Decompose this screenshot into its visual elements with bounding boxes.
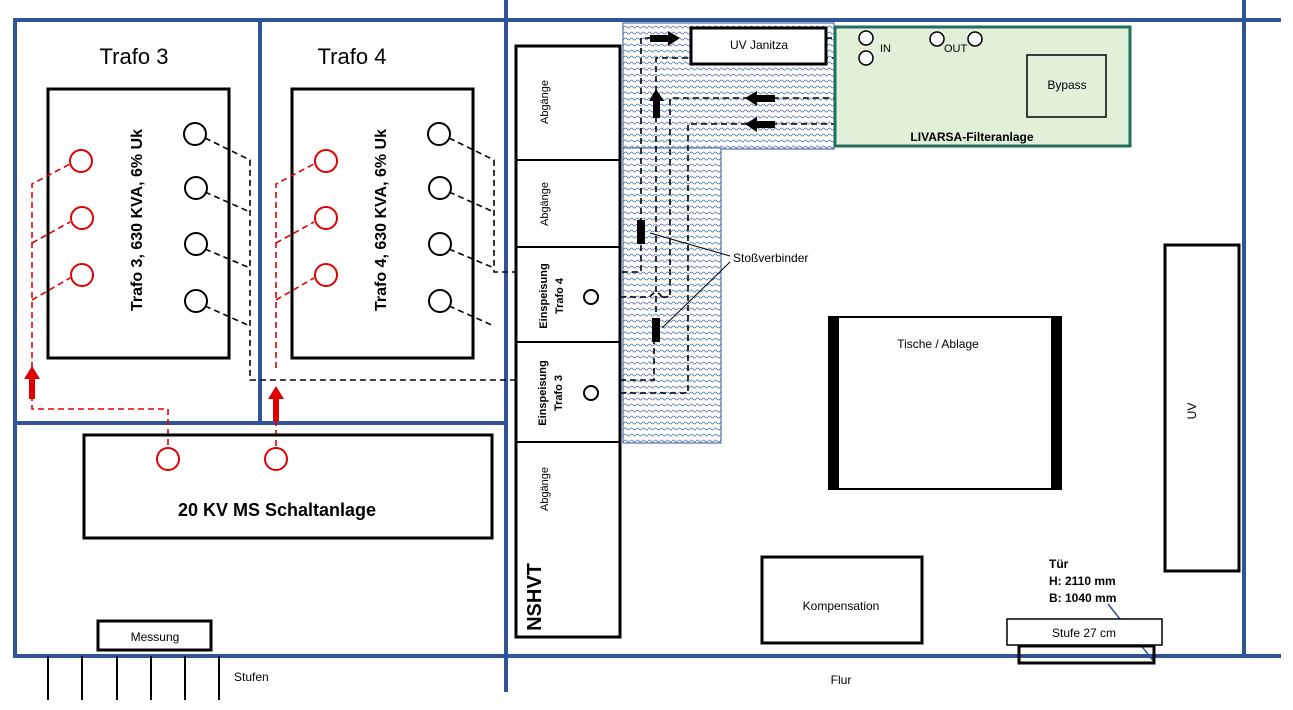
livarsa-out-label: OUT	[944, 43, 968, 55]
joint-markers	[637, 220, 660, 342]
nshvt-section-2: Abgänge	[539, 182, 551, 226]
table-edge-right	[1051, 317, 1061, 489]
door-title: Tür	[1049, 557, 1069, 571]
livarsa-filter	[833, 25, 1132, 148]
measurement-box	[96, 619, 213, 652]
kompensation-label: Kompensation	[803, 599, 880, 613]
measurement-label: Messung	[131, 630, 180, 644]
mv-cable-dashed	[31, 163, 315, 448]
table-edge-left	[829, 317, 839, 489]
stairs-label: Stufen	[234, 670, 269, 684]
nshvt-title: NSHVT	[524, 563, 546, 631]
nshvt-section-1: Abgänge	[539, 80, 551, 124]
mv-arrows	[24, 366, 284, 421]
nshvt-feed3-line1: Einspeisung	[537, 360, 549, 425]
cable-tray-lower	[622, 147, 722, 444]
bypass-label: Bypass	[1047, 78, 1086, 92]
joint-label: Stoßverbinder	[733, 251, 808, 265]
walls	[13, 0, 1281, 692]
table-label: Tische / Ablage	[897, 337, 979, 351]
table-box	[828, 316, 1062, 490]
step-label: Stufe 27 cm	[1052, 626, 1116, 640]
nshvt-feed4-line1: Einspeisung	[538, 263, 550, 328]
door-threshold	[1017, 644, 1156, 665]
flow-arrows	[649, 31, 775, 132]
uv-label: UV	[1185, 403, 1199, 420]
nshvt-dividers	[516, 159, 620, 443]
bypass-box	[1026, 54, 1107, 118]
lv-terminals	[183, 122, 452, 313]
mv-switchgear-label: 20 KV MS Schaltanlage	[178, 500, 376, 520]
door-height: H: 2110 mm	[1049, 574, 1116, 588]
room-title-trafo4: Trafo 4	[318, 44, 387, 69]
kompensation-box	[760, 555, 924, 645]
transformer-3-label: Trafo 3, 630 KVA, 6% Uk	[129, 129, 146, 311]
livarsa-label: LIVARSA-Filteranlage	[910, 130, 1033, 144]
nshvt-feed4-line2: Trafo 4	[554, 277, 566, 314]
nshvt-feed-terminals	[583, 289, 599, 401]
livarsa-terminals	[858, 30, 983, 66]
room-title-trafo3: Trafo 3	[100, 44, 169, 69]
nshvt-section-5: Abgänge	[539, 467, 551, 511]
corridor-label: Flur	[831, 673, 852, 687]
uv-janitza-label: UV Janitza	[730, 38, 788, 52]
joint-pointers	[649, 232, 731, 329]
door-width: B: 1040 mm	[1049, 591, 1116, 605]
uv-cabinet	[1163, 243, 1241, 573]
transformer-4-label: Trafo 4, 630 KVA, 6% Uk	[373, 129, 390, 311]
stairs	[47, 656, 220, 700]
mv-switchgear	[82, 433, 494, 540]
nshvt-feed3-line2: Trafo 3	[553, 375, 565, 411]
step-box	[1006, 618, 1163, 646]
uv-janitza-box	[689, 26, 828, 66]
livarsa-in-label: IN	[880, 43, 891, 55]
mv-connections	[69, 149, 338, 471]
